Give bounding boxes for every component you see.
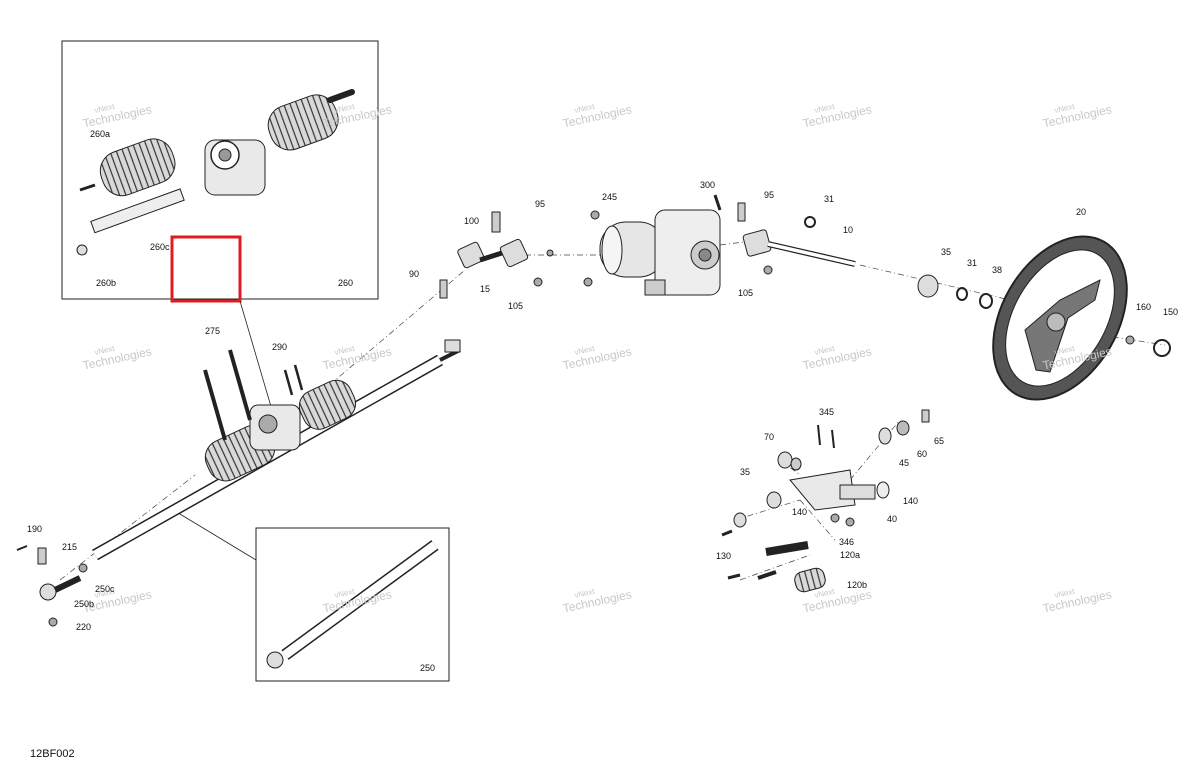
- callout-260b: 260b: [96, 278, 117, 288]
- inset-box-260: [61, 40, 379, 300]
- callout-20: 20: [1076, 207, 1087, 217]
- callout-140: 140: [903, 496, 919, 506]
- callout-300: 300: [700, 180, 716, 190]
- callout-38: 38: [992, 265, 1003, 275]
- callout-105: 105: [738, 288, 754, 298]
- inset-leader-260: [239, 300, 273, 411]
- power-steering-unit: [583, 194, 722, 296]
- callout-220: 220: [76, 622, 92, 632]
- callout-15: 15: [480, 284, 491, 294]
- callout-346: 346: [839, 537, 855, 547]
- callout-250b: 250b: [74, 599, 95, 609]
- assembly-lines: [59, 239, 1166, 581]
- callout-10: 10: [843, 225, 854, 235]
- inset-260-rack: [76, 89, 355, 256]
- highlight-box: [170, 235, 242, 303]
- callout-260a: 260a: [90, 129, 111, 139]
- callout-31: 31: [967, 258, 978, 268]
- tie-rod-end: [16, 545, 88, 627]
- callout-130: 130: [716, 551, 732, 561]
- callout-345: 345: [819, 407, 835, 417]
- callout-250: 250: [420, 663, 436, 673]
- callout-60: 60: [917, 449, 928, 459]
- inset-leader-250: [169, 507, 257, 561]
- callout-190: 190: [27, 524, 43, 534]
- callout-65: 65: [934, 436, 945, 446]
- column-bushings: [917, 274, 993, 309]
- callout-260c: 260c: [150, 242, 170, 252]
- callout-120a: 120a: [840, 550, 861, 560]
- inset-box-250: [255, 527, 450, 682]
- callout-245: 245: [602, 192, 618, 202]
- callout-215: 215: [62, 542, 78, 552]
- callout-140: 140: [792, 507, 808, 517]
- inset-250-rod: [266, 540, 439, 669]
- upper-shaft: [737, 202, 856, 275]
- steering-rack: [92, 339, 461, 561]
- callout-45: 45: [899, 458, 910, 468]
- intermediate-shaft: [439, 211, 554, 299]
- callout-105: 105: [508, 301, 524, 311]
- callout-95: 95: [535, 199, 546, 209]
- callout-275: 275: [205, 326, 221, 336]
- callout-35: 35: [740, 467, 751, 477]
- callout-31: 31: [824, 194, 835, 204]
- callout-90: 90: [409, 269, 420, 279]
- callout-250c: 250c: [95, 584, 115, 594]
- steering-wheel: [992, 235, 1171, 401]
- callout-35: 35: [941, 247, 952, 257]
- callout-95: 95: [764, 190, 775, 200]
- callout-40: 40: [887, 514, 898, 524]
- callout-150: 150: [1163, 307, 1179, 317]
- callout-290: 290: [272, 342, 288, 352]
- callout-100: 100: [464, 216, 480, 226]
- callout-70: 70: [764, 432, 775, 442]
- callout-120b: 120b: [847, 580, 868, 590]
- tilt-bracket: [721, 409, 930, 593]
- callout-260: 260: [338, 278, 354, 288]
- callout-160: 160: [1136, 302, 1152, 312]
- diagram-code: 12BF002: [30, 748, 75, 760]
